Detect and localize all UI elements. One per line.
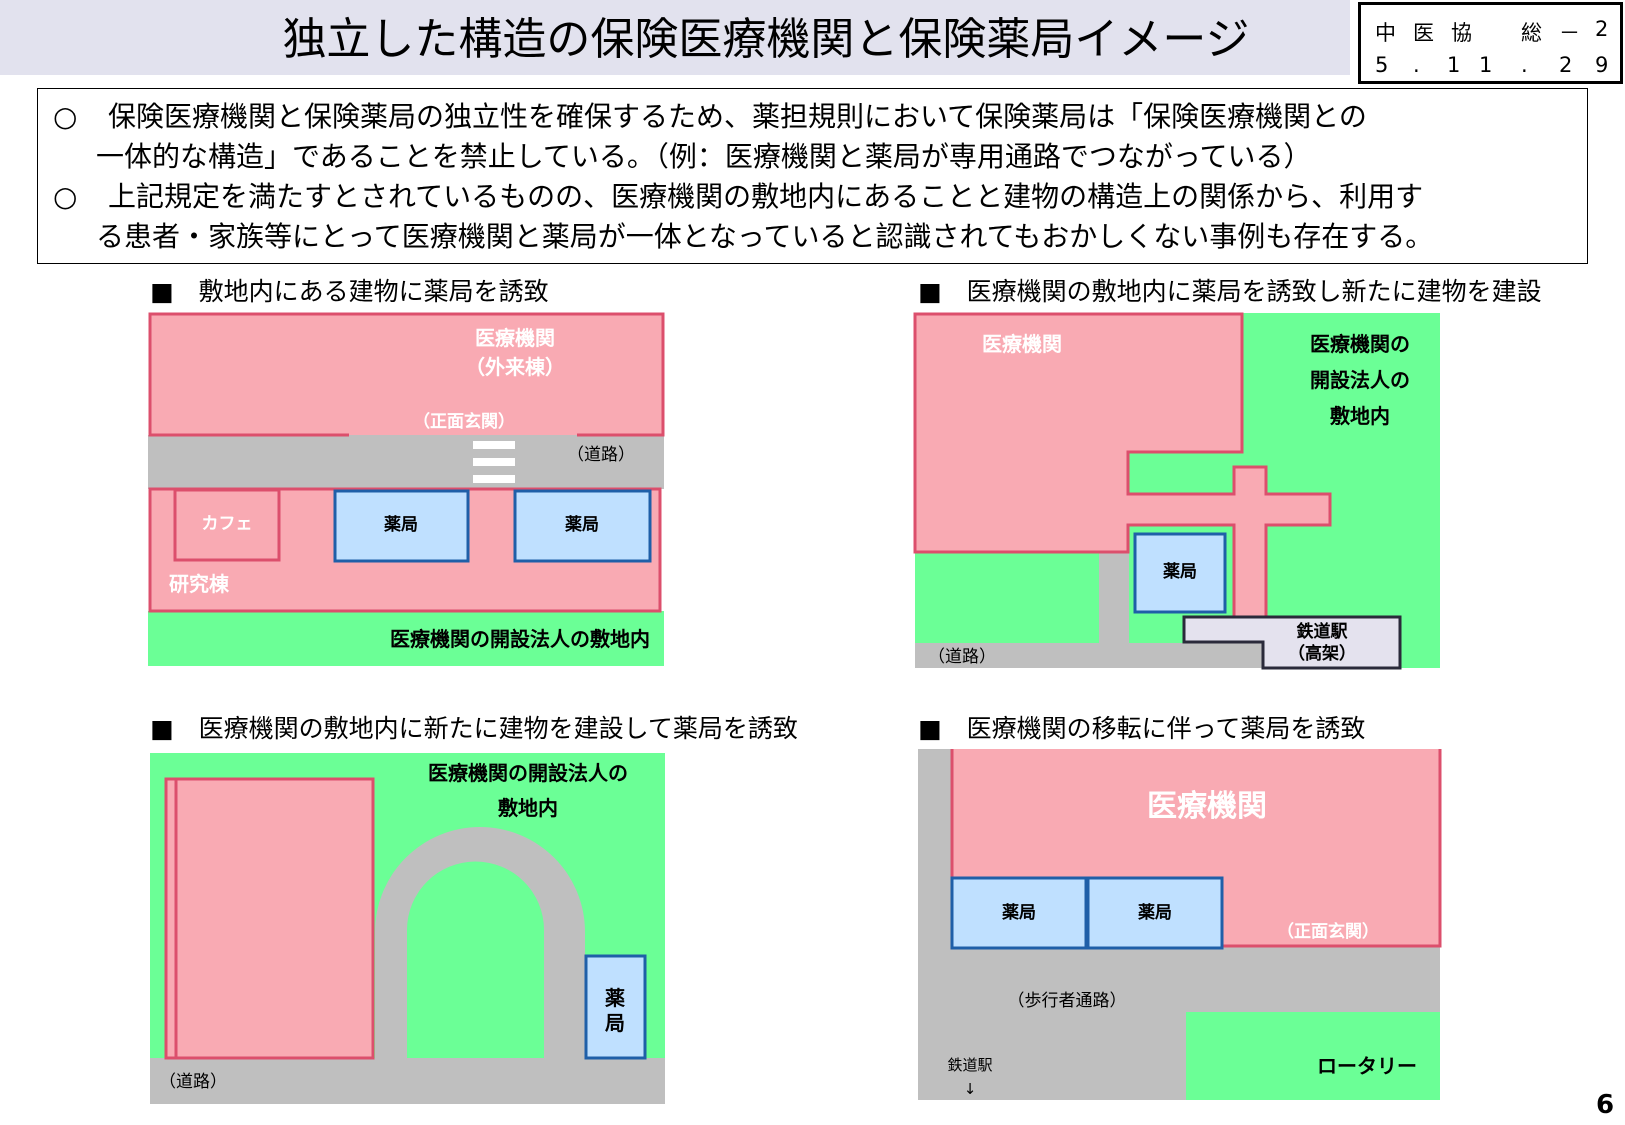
p3-site-label: 医療機関の開設法人の bbox=[428, 761, 628, 785]
p2-hospital-label: 医療機関 bbox=[982, 332, 1062, 356]
p2-road-vertical bbox=[1099, 552, 1129, 647]
p2-pharmacy bbox=[1133, 532, 1227, 614]
p2-site-label: 開設法人の bbox=[1310, 368, 1410, 392]
panel1-heading: ■ 敷地内にある建物に薬局を誘致 bbox=[150, 277, 549, 306]
p3-loop-road bbox=[375, 827, 585, 1058]
code-char: － bbox=[1559, 21, 1580, 45]
bullet: ○ bbox=[53, 100, 78, 133]
p3-hospital bbox=[164, 777, 375, 1060]
page-title: 独立した構造の保険医療機関と保険薬局イメージ bbox=[282, 14, 1250, 65]
p2-station bbox=[1182, 615, 1402, 670]
p1-pharmacy-1 bbox=[333, 489, 470, 563]
intro-line: 一体的な構造」であることを禁止している。（例：医療機関と薬局が専用通路でつながっ… bbox=[96, 140, 1312, 173]
title-band bbox=[0, 0, 1350, 75]
code-char: 中 bbox=[1375, 21, 1396, 45]
p3-road bbox=[150, 1058, 665, 1104]
code-char: . bbox=[1413, 53, 1420, 77]
p2-hospital-with-corridor bbox=[913, 312, 1332, 620]
intro-line: 上記規定を満たすとされているものの、医療機関の敷地内にあることと建物の構造上の関… bbox=[108, 180, 1424, 213]
p1-site-label: 医療機関の開設法人の敷地内 bbox=[390, 627, 650, 651]
code-char: 1 bbox=[1479, 53, 1493, 77]
panel3-heading: ■ 医療機関の敷地内に新たに建物を建設して薬局を誘致 bbox=[150, 714, 798, 743]
p1-road bbox=[148, 435, 664, 489]
bullet: ○ bbox=[53, 180, 78, 213]
code-char: 1 bbox=[1447, 53, 1461, 77]
p1-crosswalk bbox=[473, 441, 515, 483]
p4-pharmacy-label: 薬局 bbox=[1138, 903, 1172, 923]
p3-site-label: 敷地内 bbox=[498, 796, 558, 820]
p1-outpatient-building bbox=[150, 314, 663, 435]
p1-pharmacy-2 bbox=[513, 489, 652, 563]
p1-pharmacy-label: 薬局 bbox=[565, 515, 599, 535]
p4-rotary-label: ロータリー bbox=[1317, 1054, 1417, 1078]
panel2-heading: ■ 医療機関の敷地内に薬局を誘致し新たに建物を建設 bbox=[918, 277, 1542, 306]
p1-road-label: （道路） bbox=[567, 445, 635, 465]
p4-hospital-label: 医療機関 bbox=[1147, 789, 1267, 824]
p1-entrance-label: （正面玄関） bbox=[413, 412, 515, 432]
p4-pharmacy-label: 薬局 bbox=[1002, 903, 1036, 923]
page-number: 6 bbox=[1596, 1090, 1615, 1120]
p3-pharmacy bbox=[584, 954, 647, 1060]
document-code-box: 中 医 協 総 － 2 5 . 1 1 . 2 9 bbox=[1358, 2, 1623, 84]
down-arrow-icon: ↓ bbox=[963, 1080, 977, 1098]
code-char: 2 bbox=[1559, 53, 1573, 77]
intro-box: ○ 保険医療機関と保険薬局の独立性を確保するため、薬担規則において保険薬局は「保… bbox=[37, 88, 1588, 264]
p4-station-label: 鉄道駅 bbox=[947, 1056, 993, 1074]
p2-station-sub: （高架） bbox=[1288, 644, 1356, 664]
p4-rotary bbox=[1186, 1012, 1440, 1100]
p1-site-area bbox=[148, 611, 664, 666]
code-char: 医 bbox=[1413, 21, 1434, 45]
p3-pharmacy-label: 局 bbox=[605, 1011, 625, 1035]
p1-cafe-label: カフェ bbox=[201, 514, 253, 534]
p4-pharmacy-2 bbox=[1086, 876, 1224, 950]
panel4-heading: ■ 医療機関の移転に伴って薬局を誘致 bbox=[918, 714, 1366, 743]
p2-road bbox=[915, 643, 1265, 668]
intro-line: 保険医療機関と保険薬局の独立性を確保するため、薬担規則において保険薬局は「保険医… bbox=[108, 100, 1367, 133]
intro-line: る患者・家族等にとって医療機関と薬局が一体となっていると認識されてもおかしくない… bbox=[96, 220, 1434, 253]
p1-cafe bbox=[173, 488, 281, 562]
p1-outpatient-outline bbox=[148, 312, 665, 437]
p1-pharmacy-label: 薬局 bbox=[384, 515, 418, 535]
p1-lab-label: 研究棟 bbox=[169, 572, 229, 596]
p1-hospital-sub: （外来棟） bbox=[465, 355, 565, 379]
code-char: . bbox=[1521, 53, 1528, 77]
code-char: 総 bbox=[1521, 21, 1542, 45]
p3-road-label: （道路） bbox=[159, 1072, 227, 1092]
code-char: 協 bbox=[1451, 21, 1472, 45]
code-char: 5 bbox=[1375, 53, 1389, 77]
p1-hospital-label: 医療機関 bbox=[475, 326, 555, 350]
p2-site-label: 敷地内 bbox=[1330, 404, 1390, 428]
p3-pharmacy-label: 薬 bbox=[605, 986, 625, 1010]
p2-station-label: 鉄道駅 bbox=[1296, 622, 1348, 642]
p4-pharmacy-1 bbox=[950, 876, 1088, 950]
code-char: 9 bbox=[1595, 53, 1609, 77]
p2-site-label: 医療機関の bbox=[1310, 332, 1410, 356]
p2-pharmacy-label: 薬局 bbox=[1163, 562, 1197, 582]
p4-walkway-label: （歩行者通路） bbox=[1007, 991, 1127, 1011]
code-char: 2 bbox=[1595, 17, 1609, 41]
p4-entrance-label: （正面玄関） bbox=[1277, 922, 1379, 942]
p2-road-label: （道路） bbox=[928, 647, 996, 667]
